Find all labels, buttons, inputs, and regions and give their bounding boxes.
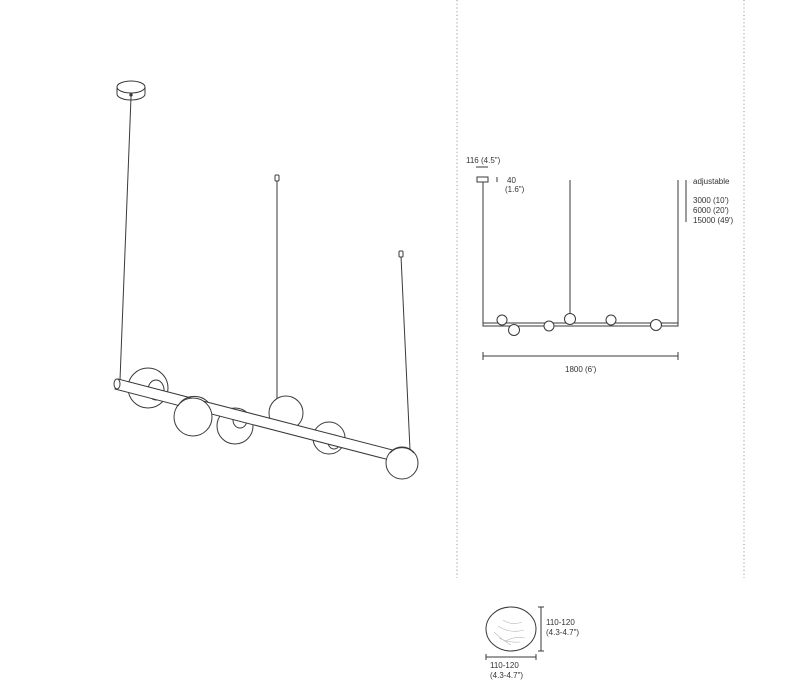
canopy-dims-label: 116 (4.5")	[466, 156, 501, 165]
globe-width-in: (4.3-4.7")	[490, 671, 523, 680]
canopy-height-in-label: (1.6")	[505, 185, 525, 194]
cable-grip-middle	[274, 174, 280, 182]
panel-dividers	[456, 0, 745, 578]
canopy-height-label: 40	[507, 176, 516, 185]
width-label: 1800 (6')	[565, 365, 597, 374]
cable-grip-right	[398, 250, 404, 258]
globes-front	[173, 395, 419, 480]
globe-detail-outline	[485, 606, 537, 652]
light-bar-elev	[482, 322, 679, 327]
canopy-iso	[116, 80, 146, 101]
globe-detail-labels: 110-120 (4.3-4.7") 110-120 (4.3-4.7")	[490, 618, 579, 680]
globe-detail-texture	[493, 619, 526, 646]
cable-length-1: 3000 (10')	[693, 196, 729, 205]
isometric-view	[113, 80, 419, 480]
globe-height-mm: 110-120	[546, 618, 575, 627]
elevation-labels: 116 (4.5") 40 (1.6") adjustable 3000 (10…	[466, 156, 734, 374]
cable-length-3: 15000 (49')	[693, 216, 734, 225]
elevation-view	[476, 166, 687, 360]
cable-right	[400, 255, 411, 451]
globe-detail	[485, 606, 544, 660]
canopy-elev	[476, 176, 489, 183]
cable-length-2: 6000 (20')	[693, 206, 729, 215]
globe-6	[385, 446, 419, 480]
cable-left	[119, 96, 132, 381]
elev-globes	[496, 313, 662, 336]
adjustable-label: adjustable	[693, 177, 730, 186]
globe-width-mm: 110-120	[490, 661, 519, 670]
light-bar-iso	[113, 378, 409, 465]
globe-2	[173, 397, 213, 437]
globe-height-in: (4.3-4.7")	[546, 628, 579, 637]
